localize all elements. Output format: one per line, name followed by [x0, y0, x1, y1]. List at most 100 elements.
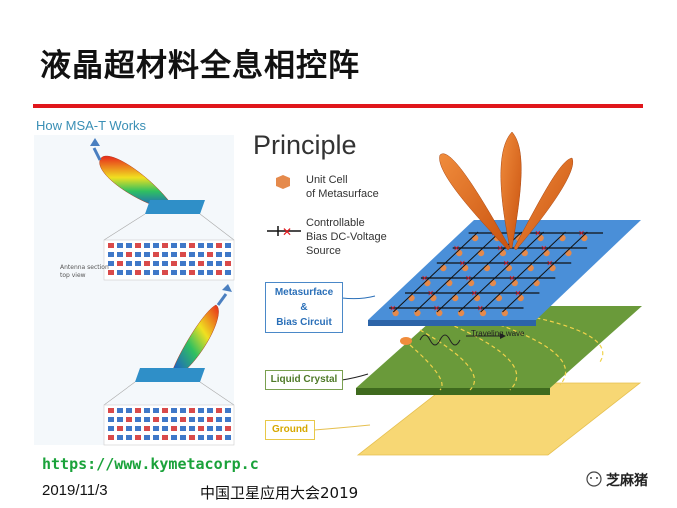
antenna-element [189, 252, 195, 257]
antenna-element [144, 426, 150, 431]
unit-cell [484, 265, 490, 271]
antenna-element [225, 408, 231, 413]
antenna-element [162, 426, 168, 431]
metasurface-box-line-2: & [300, 302, 307, 313]
kymeta-link[interactable]: https://www.kymetacorp.c [42, 455, 259, 473]
antenna-element [117, 417, 123, 422]
ground-box: Ground [265, 420, 315, 440]
antenna-element [189, 426, 195, 431]
traveling-wave-label: Traveling wave [471, 329, 525, 338]
metasurface-layer [368, 220, 641, 320]
antenna-element [162, 417, 168, 422]
bias-source-marker: ✕ [578, 229, 585, 238]
antenna-element [117, 435, 123, 440]
antenna-element [153, 243, 159, 248]
bias-legend-line-3: Source [306, 245, 341, 257]
antenna-element [171, 243, 177, 248]
antenna-element [126, 270, 132, 275]
antenna-element [153, 252, 159, 257]
antenna-element [216, 408, 222, 413]
antenna-element [225, 243, 231, 248]
unit-cell [458, 310, 464, 316]
antenna-element [207, 270, 213, 275]
metasurface-pointer [342, 296, 375, 299]
antenna-element [216, 426, 222, 431]
unit-cell [440, 265, 446, 271]
antenna-element [108, 417, 114, 422]
antenna-element [171, 252, 177, 257]
antenna-element [135, 243, 141, 248]
feed-source-icon [400, 337, 412, 345]
svg-text:✕: ✕ [282, 225, 292, 239]
antenna-element [162, 435, 168, 440]
unit-cell-legend-icon [276, 175, 290, 189]
antenna-element [153, 426, 159, 431]
metasurface-box: Metasurface & Bias Circuit [265, 282, 343, 333]
unit-cell [408, 295, 414, 301]
antenna-element [207, 243, 213, 248]
antenna-element [180, 261, 186, 266]
antenna-element [153, 435, 159, 440]
bias-source-marker: ✕ [546, 259, 553, 268]
antenna-element [207, 261, 213, 266]
antenna-element [108, 435, 114, 440]
antenna-element [117, 252, 123, 257]
antenna-element [162, 243, 168, 248]
antenna-element [108, 408, 114, 413]
liquid-crystal-pointer [342, 374, 368, 380]
antenna-element [180, 435, 186, 440]
wechat-icon [587, 472, 601, 486]
antenna-element [189, 270, 195, 275]
bias-source-marker: ✕ [503, 259, 510, 268]
antenna-element [225, 252, 231, 257]
antenna-element [135, 270, 141, 275]
antenna-element [117, 270, 123, 275]
antenna-element [171, 417, 177, 422]
bias-source-legend-icon: ✕ [267, 225, 301, 239]
antenna-element [189, 243, 195, 248]
antenna-element [162, 252, 168, 257]
antenna-element [153, 261, 159, 266]
antenna-element [117, 408, 123, 413]
bias-source-marker: ✕ [459, 259, 466, 268]
antenna-element [180, 243, 186, 248]
bias-source-marker: ✕ [453, 244, 460, 253]
antenna-caption-line-1: Antenna section [60, 264, 109, 271]
antenna-element [144, 417, 150, 422]
antenna-element [117, 243, 123, 248]
antenna-element [126, 408, 132, 413]
antenna-element [144, 270, 150, 275]
antenna-element [207, 417, 213, 422]
antenna-element [207, 252, 213, 257]
bias-source-marker: ✕ [421, 274, 428, 283]
antenna-element [108, 243, 114, 248]
antenna-element [189, 408, 195, 413]
antenna-element [216, 243, 222, 248]
bias-source-marker: ✕ [433, 304, 440, 313]
unit-cell [452, 295, 458, 301]
footer-conference: 中国卫星应用大会2019 [200, 482, 358, 503]
footer-date: 2019/11/3 [42, 482, 108, 499]
bias-source-marker: ✕ [535, 229, 542, 238]
antenna-element [198, 261, 204, 266]
watermark-text: 芝麻猪 [606, 470, 648, 490]
antenna-element [126, 252, 132, 257]
antenna-element [189, 435, 195, 440]
antenna-element [117, 426, 123, 431]
bias-source-marker: ✕ [515, 289, 522, 298]
bias-source-marker: ✕ [427, 289, 434, 298]
antenna-element [144, 261, 150, 266]
liquid-crystal-box: Liquid Crystal [265, 370, 343, 390]
antenna-element [180, 417, 186, 422]
antenna-element [225, 426, 231, 431]
antenna-element [198, 417, 204, 422]
unit-cell [472, 235, 478, 241]
antenna-element [180, 408, 186, 413]
unit-cell [533, 280, 539, 286]
antenna-element [207, 408, 213, 413]
unit-cell [478, 250, 484, 256]
antenna-element [225, 261, 231, 266]
unit-cell-legend-line-1: Unit Cell [306, 174, 348, 186]
antenna-element [135, 417, 141, 422]
antenna-element [198, 252, 204, 257]
